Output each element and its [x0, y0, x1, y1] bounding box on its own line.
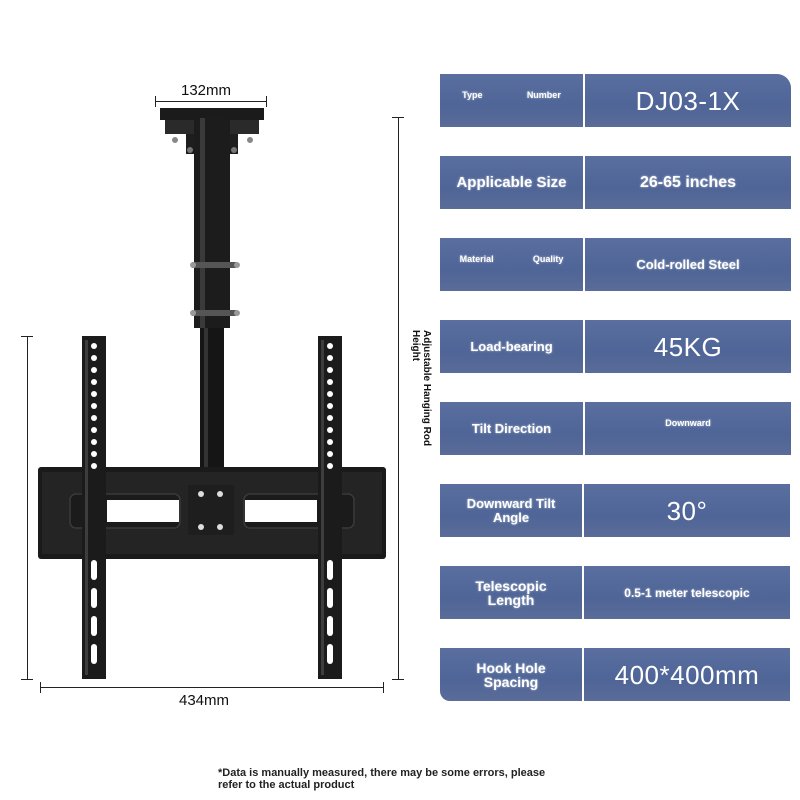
arm-slot: [327, 588, 333, 608]
rod-height-label: Adjustable Hanging Rod Height: [410, 330, 432, 447]
spec-row-tilt-direction: Tilt Direction Downward: [440, 402, 791, 455]
spec-value-material: Cold-rolled Steel: [585, 238, 791, 291]
arm-hole: [91, 415, 97, 421]
spec-label-tilt-direction: Tilt Direction: [440, 402, 583, 455]
arm-hole: [91, 367, 97, 373]
spec-value-telescopic-length: 0.5-1 meter telescopic: [584, 566, 790, 619]
arm-slot: [91, 644, 97, 664]
left-dim-line: [27, 336, 28, 680]
spec-row-material: Material Quality Cold-rolled Steel: [440, 238, 791, 291]
arm-hole: [91, 439, 97, 445]
arm-hole: [91, 427, 97, 433]
rod-dim-tick-top: [392, 117, 404, 118]
spec-label-type-number: Type Number: [440, 74, 583, 127]
arm-hole: [327, 439, 333, 445]
spec-row-applicable-size: Applicable Size 26-65 inches: [440, 156, 791, 209]
spec-label-part: Number: [526, 90, 561, 100]
top-dim-line: [155, 101, 267, 102]
spec-value-tilt-direction: Downward: [585, 402, 791, 455]
rod-dim-tick-bottom: [392, 679, 404, 680]
spec-value-hole-spacing: 400*400mm: [584, 648, 790, 701]
spec-label-tilt-angle: Downward Tilt Angle: [440, 484, 582, 537]
arm-slot: [327, 616, 333, 636]
tv-mount-drawing: [38, 108, 386, 679]
arm-slot: [327, 560, 333, 580]
arm-hole: [91, 343, 97, 349]
inner-pole: [200, 328, 224, 473]
arm-hole: [327, 343, 333, 349]
arm-hole: [327, 427, 333, 433]
spec-label-material: Material Quality: [440, 238, 583, 291]
arm-slot: [91, 616, 97, 636]
arm-hole: [327, 403, 333, 409]
arm-hole: [327, 391, 333, 397]
spec-label-hole-spacing: Hook Hole Spacing: [440, 648, 582, 701]
spec-label-applicable-size: Applicable Size: [440, 156, 583, 209]
spec-row-hole-spacing: Hook Hole Spacing 400*400mm: [440, 648, 791, 701]
spec-label-part: Material: [459, 254, 494, 264]
spec-label-part: Type: [462, 90, 483, 100]
measurement-footnote: *Data is manually measured, there may be…: [218, 767, 546, 791]
bottom-dim-tick-right: [383, 682, 384, 693]
arm-hole: [327, 355, 333, 361]
spec-label-load-bearing: Load-bearing: [440, 320, 583, 373]
top-width-label: 132mm: [181, 82, 232, 99]
spec-value-tilt-angle: 30°: [584, 484, 790, 537]
arm-hole: [327, 367, 333, 373]
bottom-width-label: 434mm: [179, 692, 230, 709]
spec-label-telescopic-length: Telescopic Length: [440, 566, 582, 619]
spec-table: Type Number DJ03-1X Applicable Size 26-6…: [440, 74, 791, 701]
spec-row-telescopic-length: Telescopic Length 0.5-1 meter telescopic: [440, 566, 791, 619]
arm-hole: [91, 463, 97, 469]
spec-value-load-bearing: 45KG: [585, 320, 791, 373]
top-dim-tick-left: [155, 96, 156, 107]
arm-hole: [91, 451, 97, 457]
arm-hole: [327, 451, 333, 457]
spec-row-type-number: Type Number DJ03-1X: [440, 74, 791, 127]
arm-hole: [327, 379, 333, 385]
left-dim-tick-top: [21, 336, 33, 337]
bottom-dim-line: [40, 687, 384, 688]
arm-slot: [91, 560, 97, 580]
arm-hole: [91, 403, 97, 409]
outer-pole: [194, 118, 230, 328]
arm-hole: [327, 463, 333, 469]
spec-value-applicable-size: 26-65 inches: [585, 156, 791, 209]
spec-row-tilt-angle: Downward Tilt Angle 30°: [440, 484, 791, 537]
arm-hole: [91, 391, 97, 397]
top-dim-tick-right: [266, 96, 267, 107]
spec-row-load-bearing: Load-bearing 45KG: [440, 320, 791, 373]
arm-hole: [327, 415, 333, 421]
rod-dim-line: [398, 117, 399, 679]
arm-hole: [91, 355, 97, 361]
left-dim-tick-bottom: [21, 679, 33, 680]
arm-slot: [91, 588, 97, 608]
spec-value-type-number: DJ03-1X: [585, 74, 791, 127]
arm-hole: [91, 379, 97, 385]
ceiling-plate: [160, 108, 264, 120]
left-height-label: 428mm: [0, 543, 3, 594]
arm-slot: [327, 644, 333, 664]
spec-label-part: Quality: [532, 254, 564, 264]
bottom-dim-tick-left: [40, 682, 41, 693]
